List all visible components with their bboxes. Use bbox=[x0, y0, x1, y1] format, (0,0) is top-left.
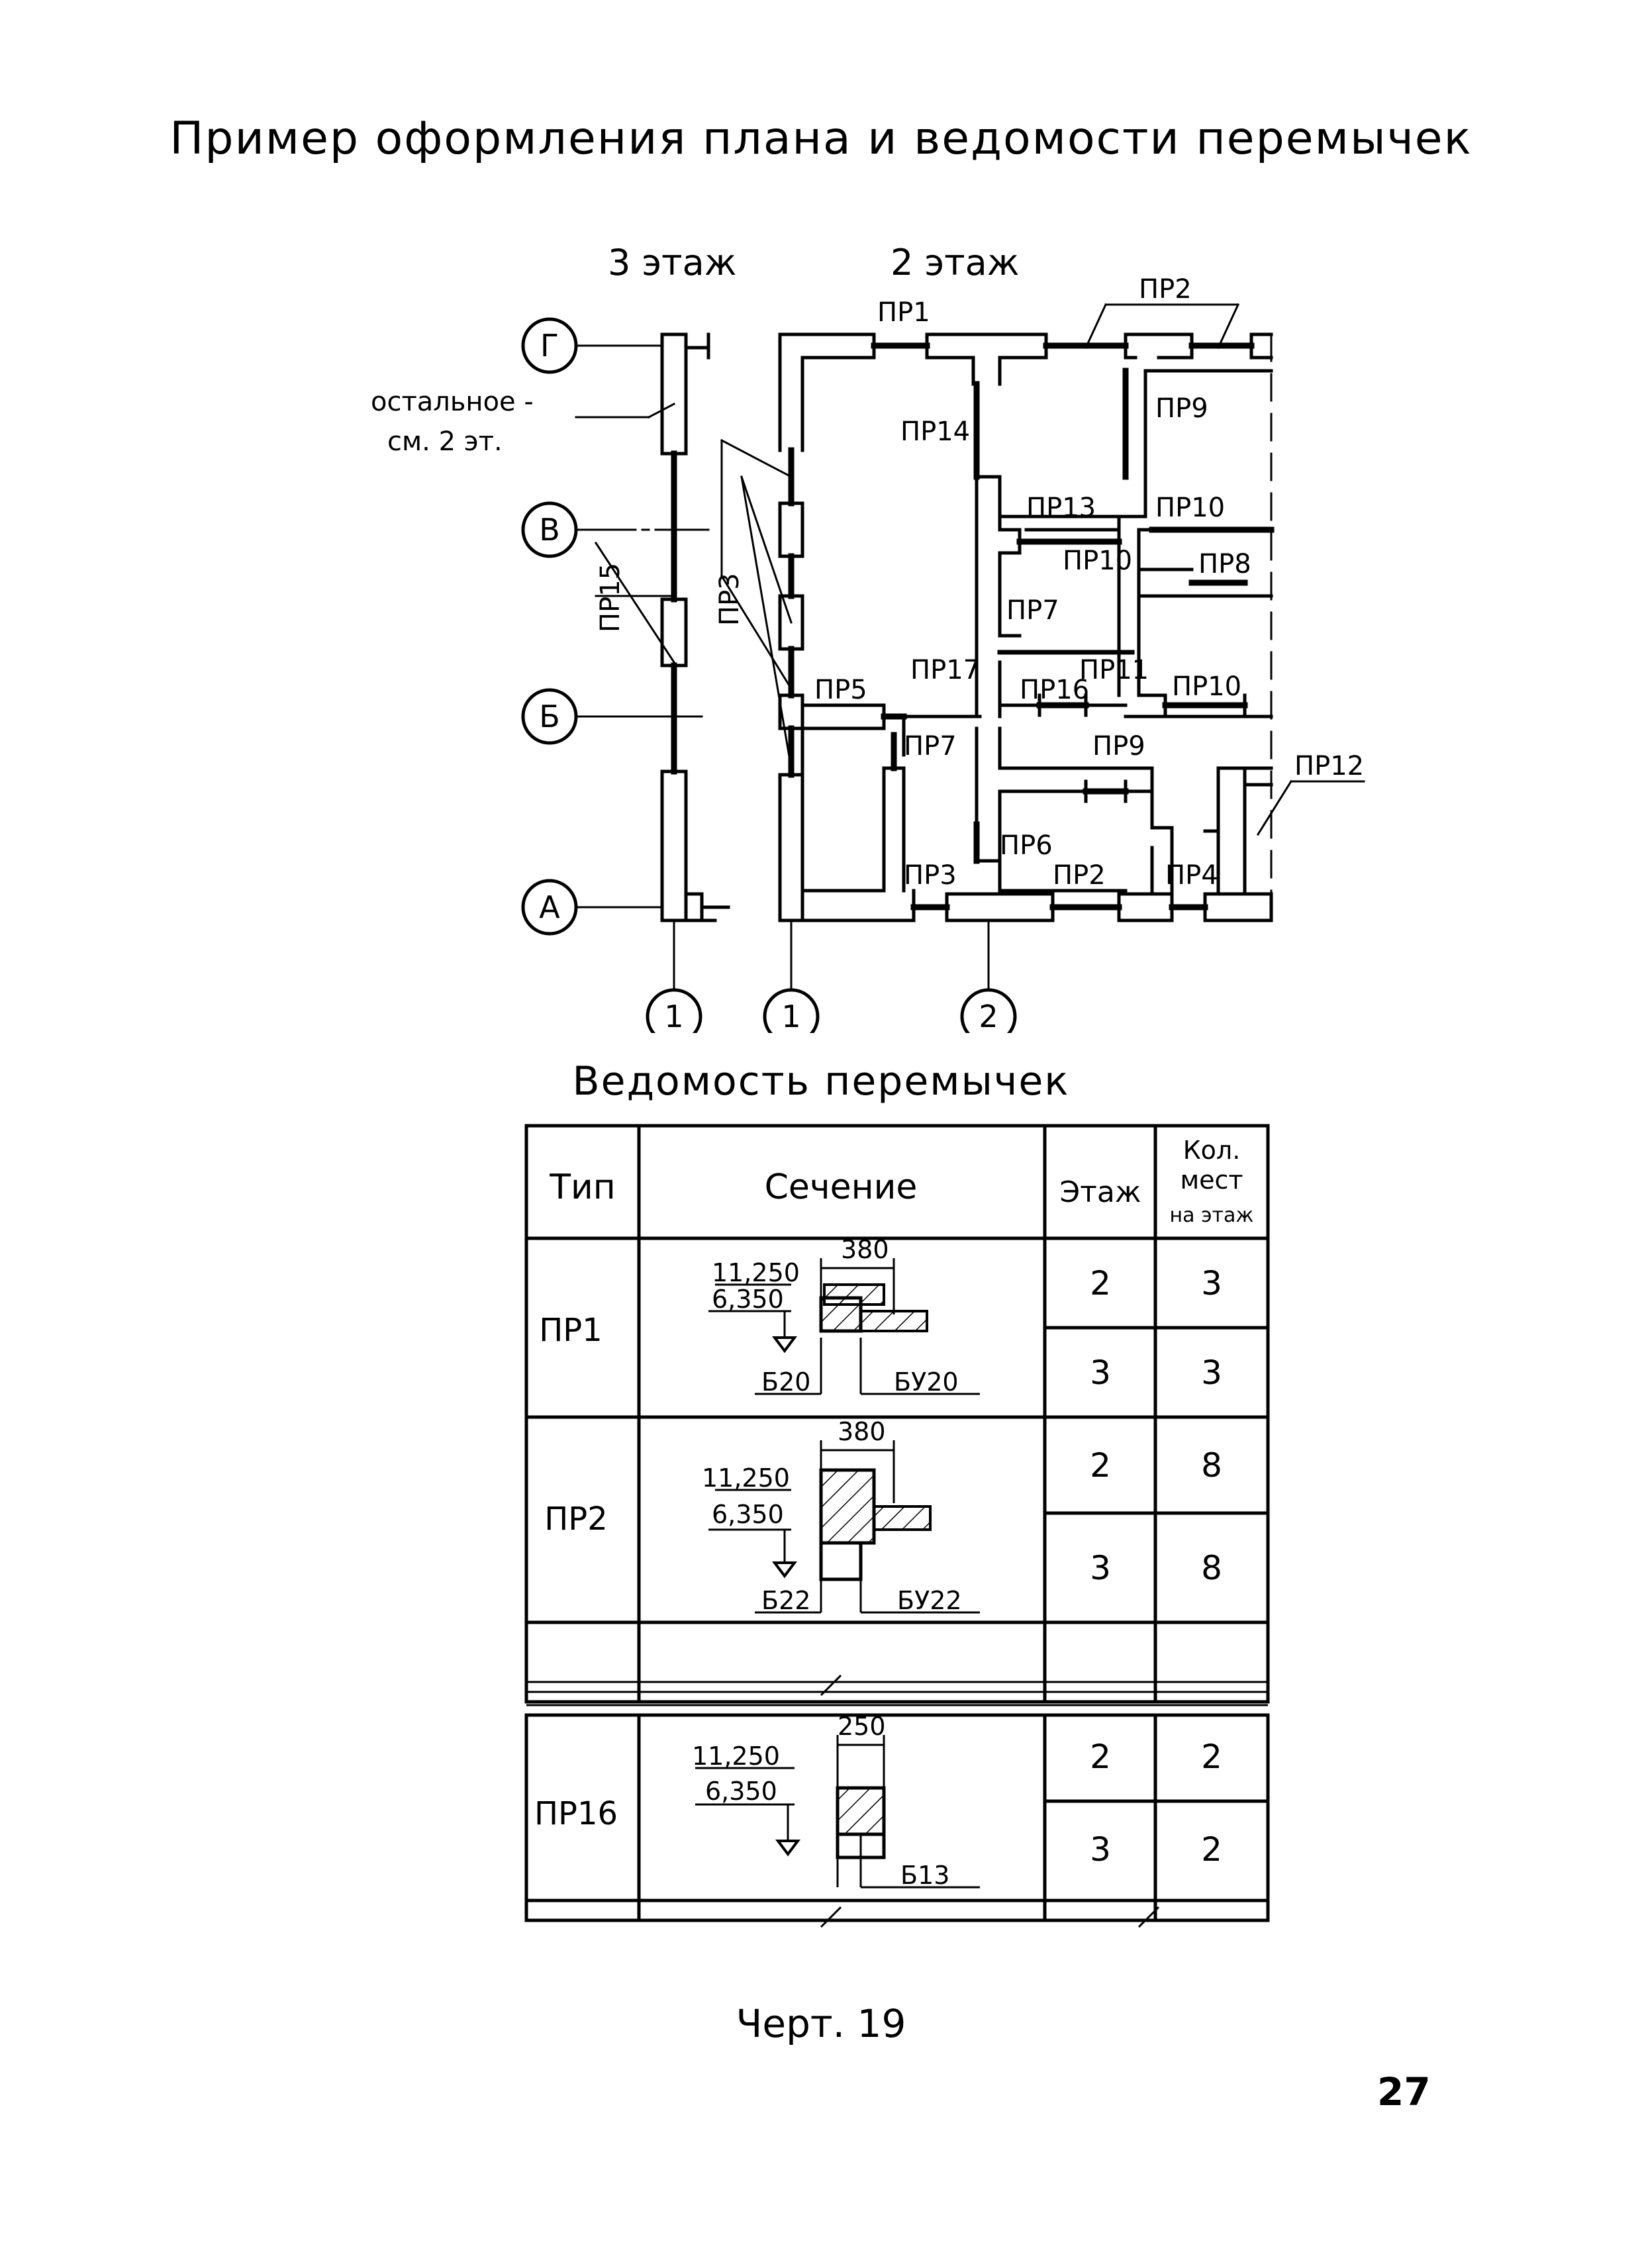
lintel-mark: БУ22 bbox=[897, 1586, 962, 1615]
lintel-mark: Б20 bbox=[761, 1367, 810, 1397]
elevation-top: 11,250 bbox=[692, 1742, 780, 1771]
axis-bubble bbox=[763, 988, 820, 1033]
note-line2: см. 2 эт. bbox=[387, 426, 503, 457]
floor-plan: Г В Б А 1 1 2 3 этаж 2 этаж остальное - … bbox=[371, 242, 1365, 1033]
floor-value: 2 bbox=[1090, 1264, 1111, 1303]
floor2-label: 2 этаж bbox=[891, 242, 1019, 283]
row-type: ПР16 bbox=[534, 1795, 618, 1832]
axis-number: 1 bbox=[781, 999, 800, 1033]
section-width: 380 bbox=[838, 1417, 886, 1446]
lintel-label: ПР9 bbox=[1092, 731, 1145, 762]
axis-letter: В bbox=[539, 512, 560, 548]
floor-value: 2 bbox=[1090, 1738, 1111, 1776]
axis-number: 2 bbox=[979, 999, 998, 1033]
elevation-top: 11,250 bbox=[702, 1463, 790, 1493]
lintel-label: ПР2 bbox=[1139, 274, 1192, 305]
page-number: 27 bbox=[1377, 2069, 1431, 2114]
lintel-label: ПР3 bbox=[714, 573, 745, 626]
elevation-bottom: 6,350 bbox=[705, 1777, 777, 1806]
header-section: Сечение bbox=[765, 1167, 918, 1207]
header-count-line3: на этаж bbox=[1170, 1204, 1254, 1227]
lintel-label: ПР7 bbox=[904, 731, 957, 762]
elevation-bottom: 6,350 bbox=[712, 1500, 784, 1529]
axis-bubble bbox=[521, 501, 578, 558]
lintel-label: ПР12 bbox=[1294, 751, 1364, 781]
header-type: Тип bbox=[549, 1167, 616, 1207]
lintel-label: ПР13 bbox=[1026, 493, 1096, 523]
figure-caption: Черт. 19 bbox=[736, 2001, 906, 2046]
axis-bubble bbox=[646, 988, 702, 1033]
lintel-label: ПР3 bbox=[904, 860, 957, 891]
elevation-bottom: 6,350 bbox=[712, 1285, 784, 1314]
axis-bubble bbox=[521, 688, 578, 745]
axis-bubble bbox=[521, 879, 578, 936]
section-labels-pr2: 380 11,250 6,350 Б22 БУ22 bbox=[702, 1417, 962, 1615]
section-width: 250 bbox=[838, 1712, 886, 1741]
axis-number: 1 bbox=[664, 999, 683, 1033]
section-sketch-pr1 bbox=[708, 1258, 980, 1395]
floor-value: 3 bbox=[1090, 1354, 1111, 1392]
lintel-label: ПР17 bbox=[910, 655, 980, 685]
lintel-label: ПР2 bbox=[1053, 860, 1106, 891]
lintel-label: ПР11 bbox=[1079, 655, 1149, 685]
floor3-label: 3 этаж bbox=[608, 242, 736, 283]
page-title: Пример оформления плана и ведомости пере… bbox=[169, 113, 1473, 165]
lintel-label: ПР10 bbox=[1155, 493, 1225, 523]
header-count-line2: мест bbox=[1180, 1165, 1243, 1195]
lintel-label: ПР6 bbox=[1000, 830, 1053, 861]
lintel-label: ПР7 bbox=[1006, 595, 1059, 626]
axis-bubble bbox=[521, 317, 578, 374]
floor-value: 3 bbox=[1090, 1830, 1111, 1869]
lintel-mark: Б22 bbox=[761, 1586, 810, 1615]
lintel-label: ПР1 bbox=[877, 297, 930, 328]
elevation-top: 11,250 bbox=[712, 1258, 800, 1287]
lintel-label: ПР10 bbox=[1063, 546, 1132, 576]
lintel-mark: БУ20 bbox=[894, 1367, 959, 1397]
axis-letter: Г bbox=[540, 328, 559, 364]
row-type: ПР2 bbox=[544, 1501, 608, 1538]
lintel-label: ПР8 bbox=[1198, 549, 1251, 579]
lintel-label: ПР4 bbox=[1165, 860, 1218, 891]
lintel-mark: Б13 bbox=[900, 1861, 949, 1890]
floor-value: 2 bbox=[1090, 1446, 1111, 1485]
lintel-label: ПР5 bbox=[814, 675, 867, 705]
count-value: 3 bbox=[1201, 1264, 1222, 1303]
schedule-title: Ведомость перемычек bbox=[572, 1058, 1070, 1105]
lintel-label: ПР10 bbox=[1172, 671, 1241, 702]
row-type: ПР1 bbox=[539, 1312, 603, 1349]
lintel-label: ПР15 bbox=[595, 563, 626, 632]
count-value: 2 bbox=[1201, 1830, 1222, 1869]
count-value: 2 bbox=[1201, 1738, 1222, 1776]
count-value: 3 bbox=[1201, 1354, 1222, 1392]
axis-letter: Б bbox=[539, 699, 560, 734]
header-count-line1: Кол. bbox=[1183, 1136, 1241, 1165]
section-sketch-pr2 bbox=[708, 1440, 980, 1614]
floor-value: 3 bbox=[1090, 1549, 1111, 1587]
section-width: 380 bbox=[841, 1235, 889, 1264]
axis-bubble bbox=[960, 988, 1017, 1033]
note-line1: остальное - bbox=[371, 387, 534, 417]
section-labels-pr1: 380 11,250 6,350 Б20 БУ20 bbox=[712, 1235, 959, 1397]
count-value: 8 bbox=[1201, 1549, 1222, 1587]
lintel-label: ПР16 bbox=[1020, 675, 1089, 705]
lintel-label: ПР14 bbox=[900, 417, 970, 447]
count-value: 8 bbox=[1201, 1446, 1222, 1485]
header-floor: Этаж bbox=[1060, 1175, 1141, 1209]
axis-letter: А bbox=[539, 889, 560, 925]
section-sketch-pr16 bbox=[695, 1735, 980, 1889]
lintel-label: ПР9 bbox=[1155, 393, 1208, 424]
section-labels-pr16: 250 11,250 6,350 Б13 bbox=[692, 1712, 949, 1890]
